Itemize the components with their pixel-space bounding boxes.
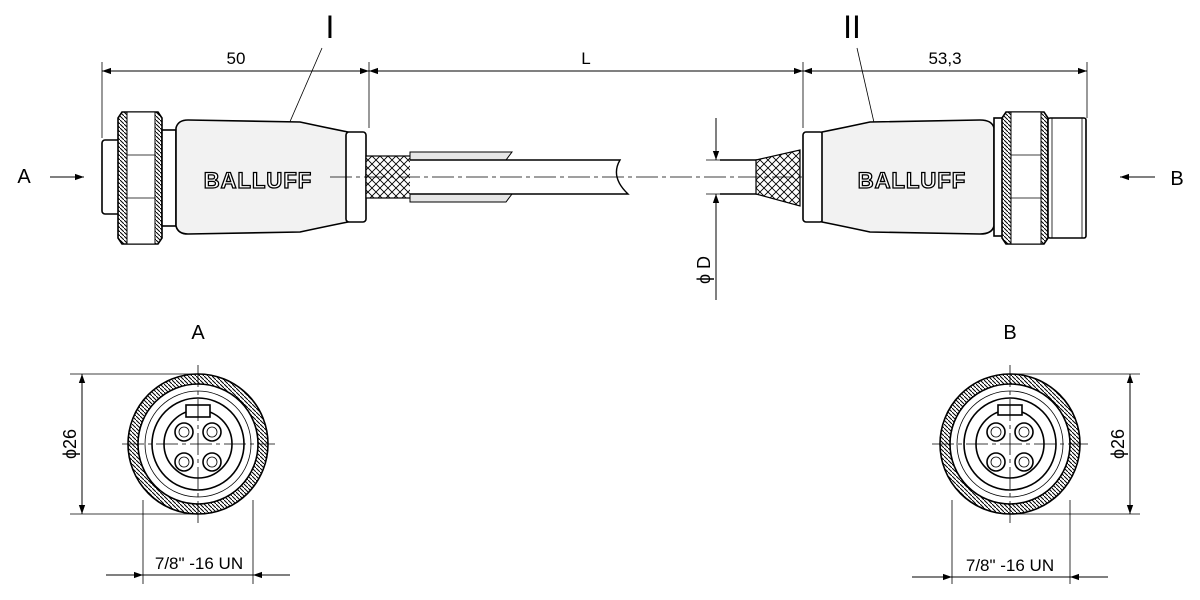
dimension-cable-length: L [581,49,590,68]
view-label-b: B [1003,322,1016,344]
dimension-diameter-a: ϕ26 [60,429,80,459]
arrow-label-b: B [1170,168,1183,190]
balluff-logo-left: BALLUFF [204,168,312,193]
top-dimensions: 50 L 53,3 [101,49,1088,138]
arrow-label-a: A [17,166,31,188]
connector-left: BALLUFF [101,111,367,245]
connector-label-ii: II [843,9,861,45]
dimension-cable-diameter: ϕ D [694,256,714,284]
view-a: A ϕ26 7/8" -16 UN [60,322,290,584]
balluff-logo-right: BALLUFF [858,168,966,193]
view-arrows: A B [17,166,1183,190]
dimension-thread-b: 7/8" -16 UN [966,556,1054,575]
view-b: B ϕ26 7/8" -16 UN [912,322,1140,584]
view-label-a: A [191,322,205,344]
diameter-d-dimension: ϕ D [694,118,756,300]
dimension-length-left: 50 [227,49,246,68]
connector-labels: I II [281,9,879,141]
dimension-diameter-b: ϕ26 [1108,429,1128,459]
dimension-length-right: 53,3 [928,49,961,68]
dimension-thread-a: 7/8" -16 UN [155,554,243,573]
connector-label-i: I [326,9,335,45]
cable [365,149,801,207]
connector-right: BALLUFF [802,111,1087,245]
